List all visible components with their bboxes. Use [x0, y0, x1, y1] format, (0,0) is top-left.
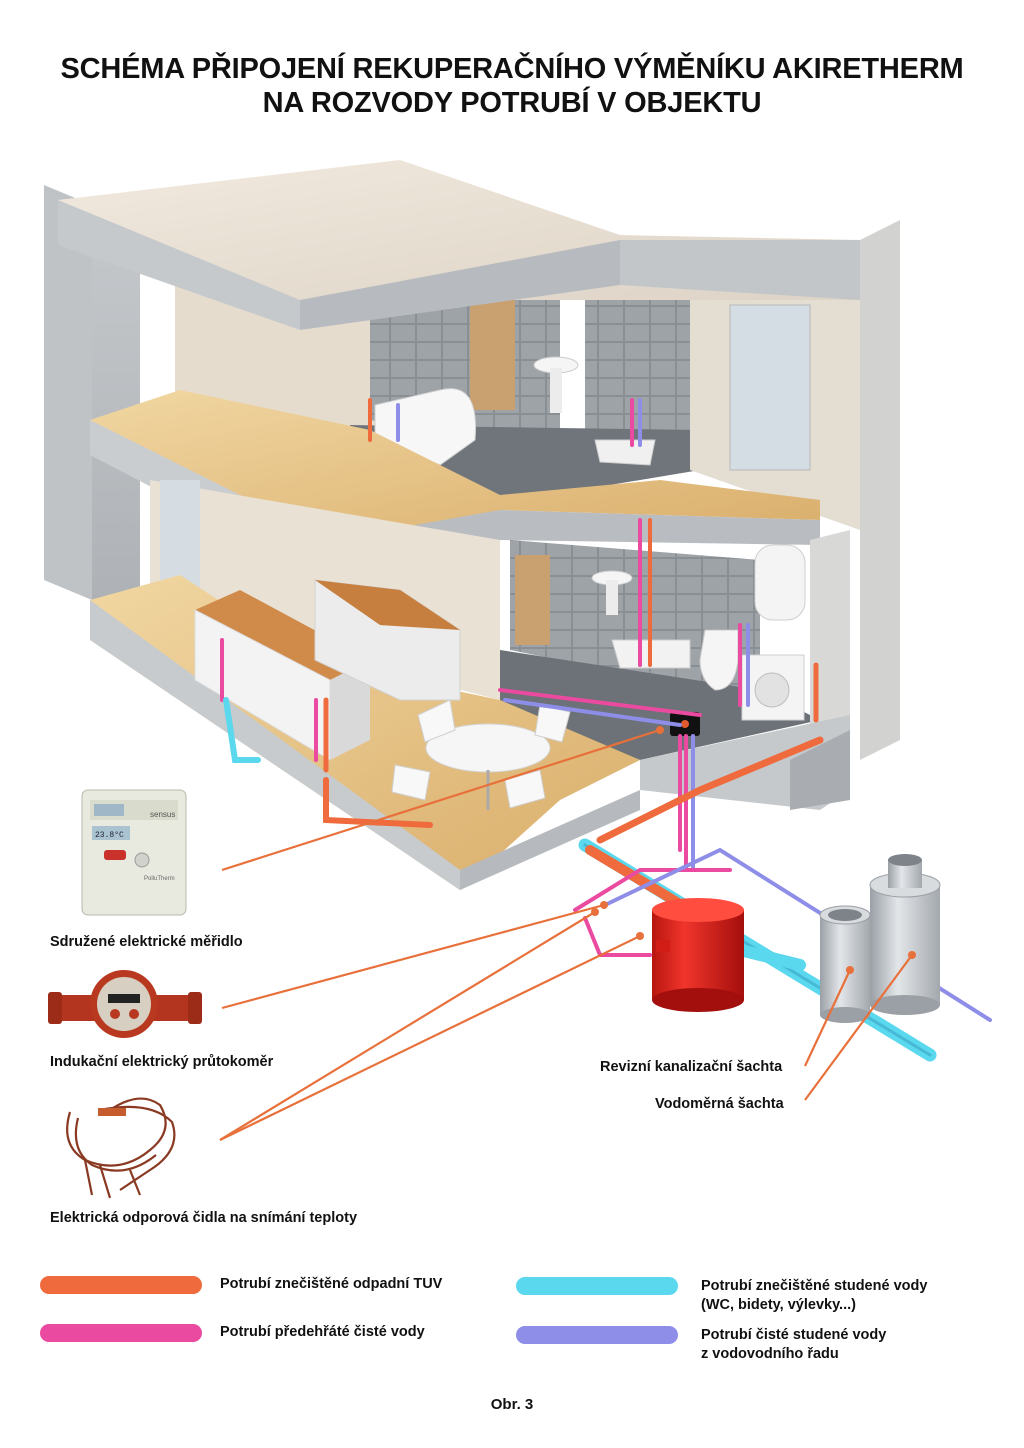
meter-brand: sensus: [150, 810, 175, 819]
shower-tray: [594, 439, 656, 466]
left-wall: [44, 185, 92, 600]
kitchen-worktop: [315, 580, 460, 630]
water-meter-shaft-label: Vodoměrná šachta: [655, 1096, 784, 1112]
legend-text-waste-cold-line-2: (WC, bidety, výlevky...): [701, 1297, 856, 1313]
inspection-shaft: [820, 915, 870, 1015]
legend-text-clean-cold: Potrubí čisté studené vody z vodovodního…: [701, 1326, 886, 1364]
kitchen-island-side: [330, 660, 370, 760]
ground-floor-edge: [90, 600, 460, 890]
upper-shower-tiles: [585, 285, 690, 440]
roof-front-edge: [58, 200, 300, 330]
figure-label: Obr. 3: [490, 1396, 534, 1413]
legend-text-clean-cold-line-2: z vodovodního řadu: [701, 1346, 839, 1362]
roof-front-edge-2: [300, 240, 620, 330]
temperature-sensor-image: [66, 1097, 176, 1199]
legend-swatch-waste-hot: [40, 1276, 202, 1294]
akiretherm-exchanger: [652, 898, 744, 1012]
meter-model: PolluTherm: [144, 876, 175, 882]
temperature-sensor-label: Elektrická odporová čidla na snímání tep…: [50, 1210, 358, 1226]
ground-bathroom-floor: [500, 650, 820, 760]
meter-display: 23.8°C: [95, 831, 124, 840]
legend-text-waste-hot: Potrubí znečištěné odpadní TUV: [220, 1276, 443, 1292]
water-heater: [754, 544, 806, 621]
chair-1: [417, 699, 456, 743]
ground-bathroom-tiles: [510, 540, 760, 700]
house: [44, 160, 900, 890]
house-pipes: [220, 398, 824, 872]
legend-text-waste-cold: Potrubí znečištěné studené vody (WC, bid…: [701, 1277, 927, 1315]
flowmeter-label: Indukační elektrický průtokoměr: [50, 1054, 274, 1070]
combined-meter-label: Sdružené elektrické měřidlo: [50, 934, 243, 950]
toilet: [699, 629, 739, 691]
flowmeter-image: [48, 970, 202, 1038]
ground-door: [515, 555, 550, 645]
pointer-lines: [219, 728, 913, 1141]
pointer-dots: [591, 726, 916, 974]
upper-floor-edge-2: [330, 510, 820, 580]
basement-right: [790, 730, 850, 810]
combined-meter-image: sensus 23.8°C PolluTherm: [81, 789, 187, 916]
title-line-1: SCHÉMA PŘIPOJENÍ REKUPERAČNÍHO VÝMĚNÍKU …: [60, 53, 964, 85]
legend-swatch-waste-cold: [516, 1277, 678, 1295]
upper-right-window: [729, 304, 811, 471]
legend-swatch-preheated: [40, 1324, 202, 1342]
legend-text-clean-cold-line-1: Potrubí čisté studené vody: [701, 1327, 887, 1343]
chair-3: [391, 764, 431, 801]
roof-right-edge: [620, 240, 860, 300]
ground-left-window: [160, 480, 200, 590]
concrete-shafts: [819, 854, 941, 1023]
page-title: SCHÉMA PŘIPOJENÍ REKUPERAČNÍHO VÝMĚNÍKU …: [0, 52, 1024, 120]
right-wall: [860, 220, 900, 760]
legend-text-preheated: Potrubí předehřáté čisté vody: [220, 1324, 425, 1340]
ground-floor-edge-2: [460, 790, 640, 890]
chair-4: [504, 769, 546, 809]
legend-swatch-clean-cold: [516, 1326, 678, 1344]
title-line-2: NA ROZVODY POTRUBÍ V OBJEKTU: [262, 87, 762, 119]
inspection-shaft-label: Revizní kanalizační šachta: [600, 1059, 783, 1075]
upper-door: [470, 300, 515, 410]
right-wall-ground: [810, 530, 850, 730]
left-pillar: [92, 205, 140, 600]
legend-text-waste-cold-line-1: Potrubí znečištěné studené vody: [701, 1278, 928, 1294]
water-meter-shaft: [870, 885, 940, 1005]
